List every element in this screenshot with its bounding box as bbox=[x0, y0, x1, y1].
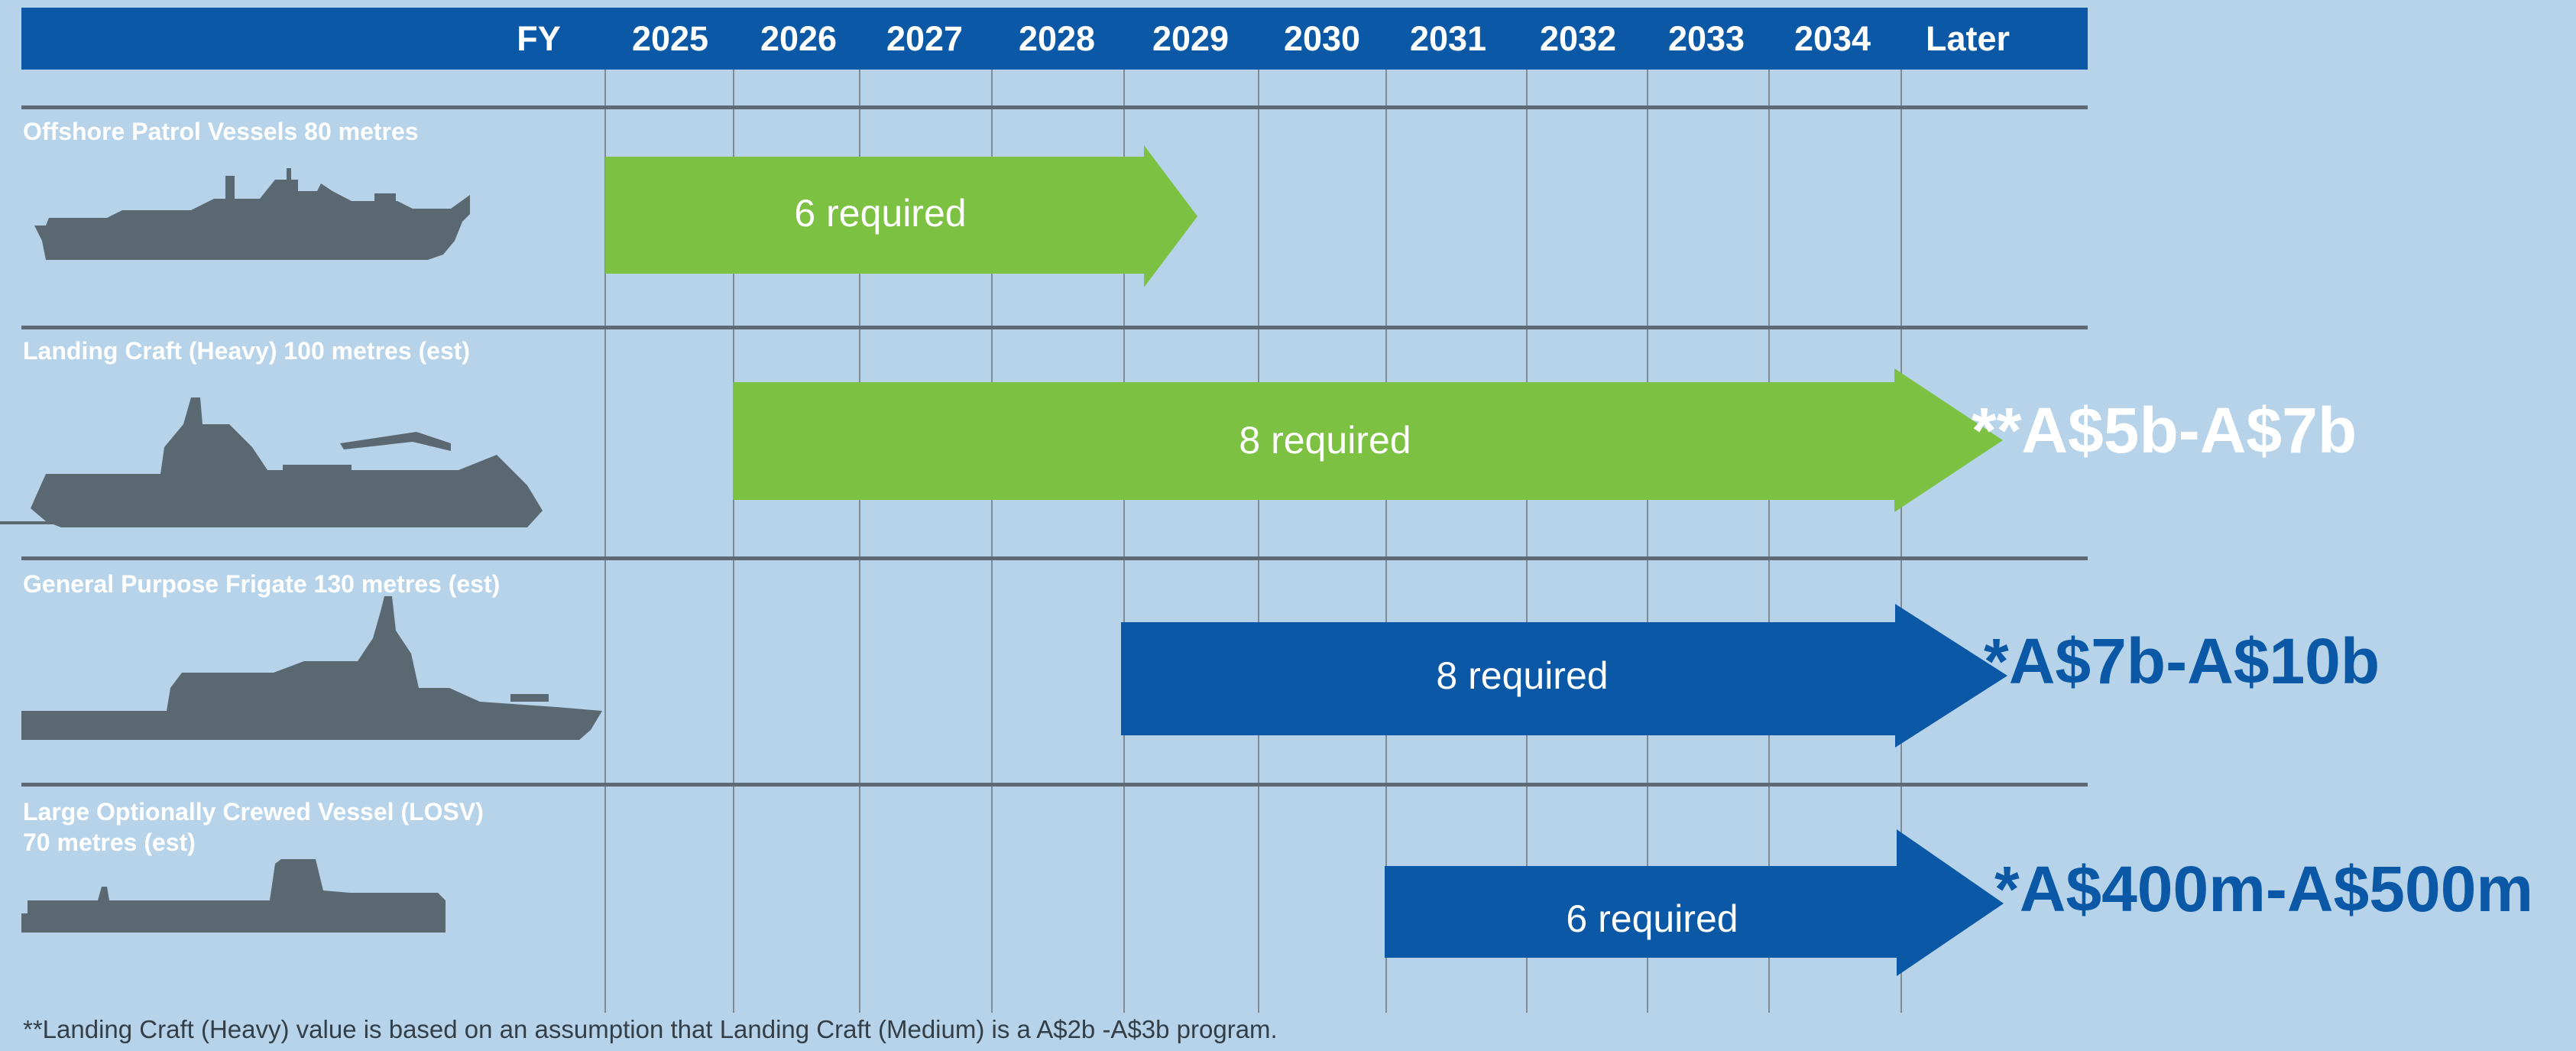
grid-line-2029 bbox=[1123, 70, 1125, 1013]
year-later: Later bbox=[1925, 19, 2011, 58]
frigate-silhouette-icon bbox=[21, 596, 602, 740]
year-header-bar bbox=[21, 8, 2088, 70]
year-2032: 2032 bbox=[1539, 19, 1617, 58]
arrow-gpf-label: 8 required bbox=[1436, 654, 1609, 697]
row-separator bbox=[21, 783, 2088, 787]
fy-label: FY bbox=[517, 19, 561, 58]
arrow-lch: 8 required bbox=[733, 368, 2013, 517]
year-2027: 2027 bbox=[886, 19, 964, 58]
arrow-losv-label: 6 required bbox=[1566, 897, 1738, 940]
arrow-gpf-shape bbox=[1121, 604, 2007, 748]
row-separator bbox=[21, 105, 2088, 109]
landing-craft-heavy-silhouette-icon bbox=[0, 397, 543, 527]
year-2030: 2030 bbox=[1283, 19, 1361, 58]
arrow-gpf: 8 required bbox=[1121, 604, 2019, 749]
year-2028: 2028 bbox=[1018, 19, 1096, 58]
offshore-patrol-vessel-silhouette-icon bbox=[34, 168, 470, 260]
arrow-opv: 6 required bbox=[605, 145, 1201, 290]
grid-line-2026 bbox=[733, 70, 734, 1013]
cost-lch: **A$5b-A$7b bbox=[1972, 394, 2357, 466]
grid-line-2032 bbox=[1526, 70, 1528, 1013]
grid-line-2030 bbox=[1258, 70, 1259, 1013]
grid-line-2033 bbox=[1647, 70, 1648, 1013]
arrow-losv-shape bbox=[1385, 829, 2004, 976]
grid-line-2025 bbox=[604, 70, 606, 1013]
cost-losv: *A$400m-A$500m bbox=[1994, 853, 2534, 925]
vessel-label-opv: Offshore Patrol Vessels 80 metres bbox=[23, 118, 419, 145]
cost-gpf: *A$7b-A$10b bbox=[1984, 625, 2380, 697]
losv-silhouette-icon bbox=[21, 859, 446, 933]
vessel-label-losv-line1: Large Optionally Crewed Vessel (LOSV) bbox=[23, 798, 484, 826]
year-2033: 2033 bbox=[1667, 19, 1745, 58]
vessel-label-losv-line2: 70 metres (est) bbox=[23, 829, 196, 856]
grid-line-2028 bbox=[991, 70, 993, 1013]
year-2034: 2034 bbox=[1793, 19, 1871, 58]
year-2025: 2025 bbox=[631, 19, 709, 58]
arrow-lch-shape bbox=[733, 368, 2003, 512]
arrow-losv: 6 required bbox=[1385, 829, 2011, 978]
vessel-label-gpf: General Purpose Frigate 130 metres (est) bbox=[23, 570, 501, 598]
arrow-opv-shape bbox=[605, 145, 1197, 287]
arrow-lch-label: 8 required bbox=[1239, 419, 1411, 462]
arrow-opv-label: 6 required bbox=[794, 192, 967, 235]
grid-line-2027 bbox=[859, 70, 860, 1013]
row-separator bbox=[21, 556, 2088, 560]
footnote: **Landing Craft (Heavy) value is based o… bbox=[23, 1015, 1278, 1043]
year-2026: 2026 bbox=[760, 19, 838, 58]
grid-line-2034 bbox=[1768, 70, 1770, 1013]
grid-line-later bbox=[1900, 70, 1902, 1013]
year-2029: 2029 bbox=[1152, 19, 1230, 58]
grid-line-2031 bbox=[1385, 70, 1387, 1013]
year-2031: 2031 bbox=[1409, 19, 1487, 58]
row-separator bbox=[21, 326, 2088, 329]
vessel-label-lch: Landing Craft (Heavy) 100 metres (est) bbox=[23, 337, 471, 365]
